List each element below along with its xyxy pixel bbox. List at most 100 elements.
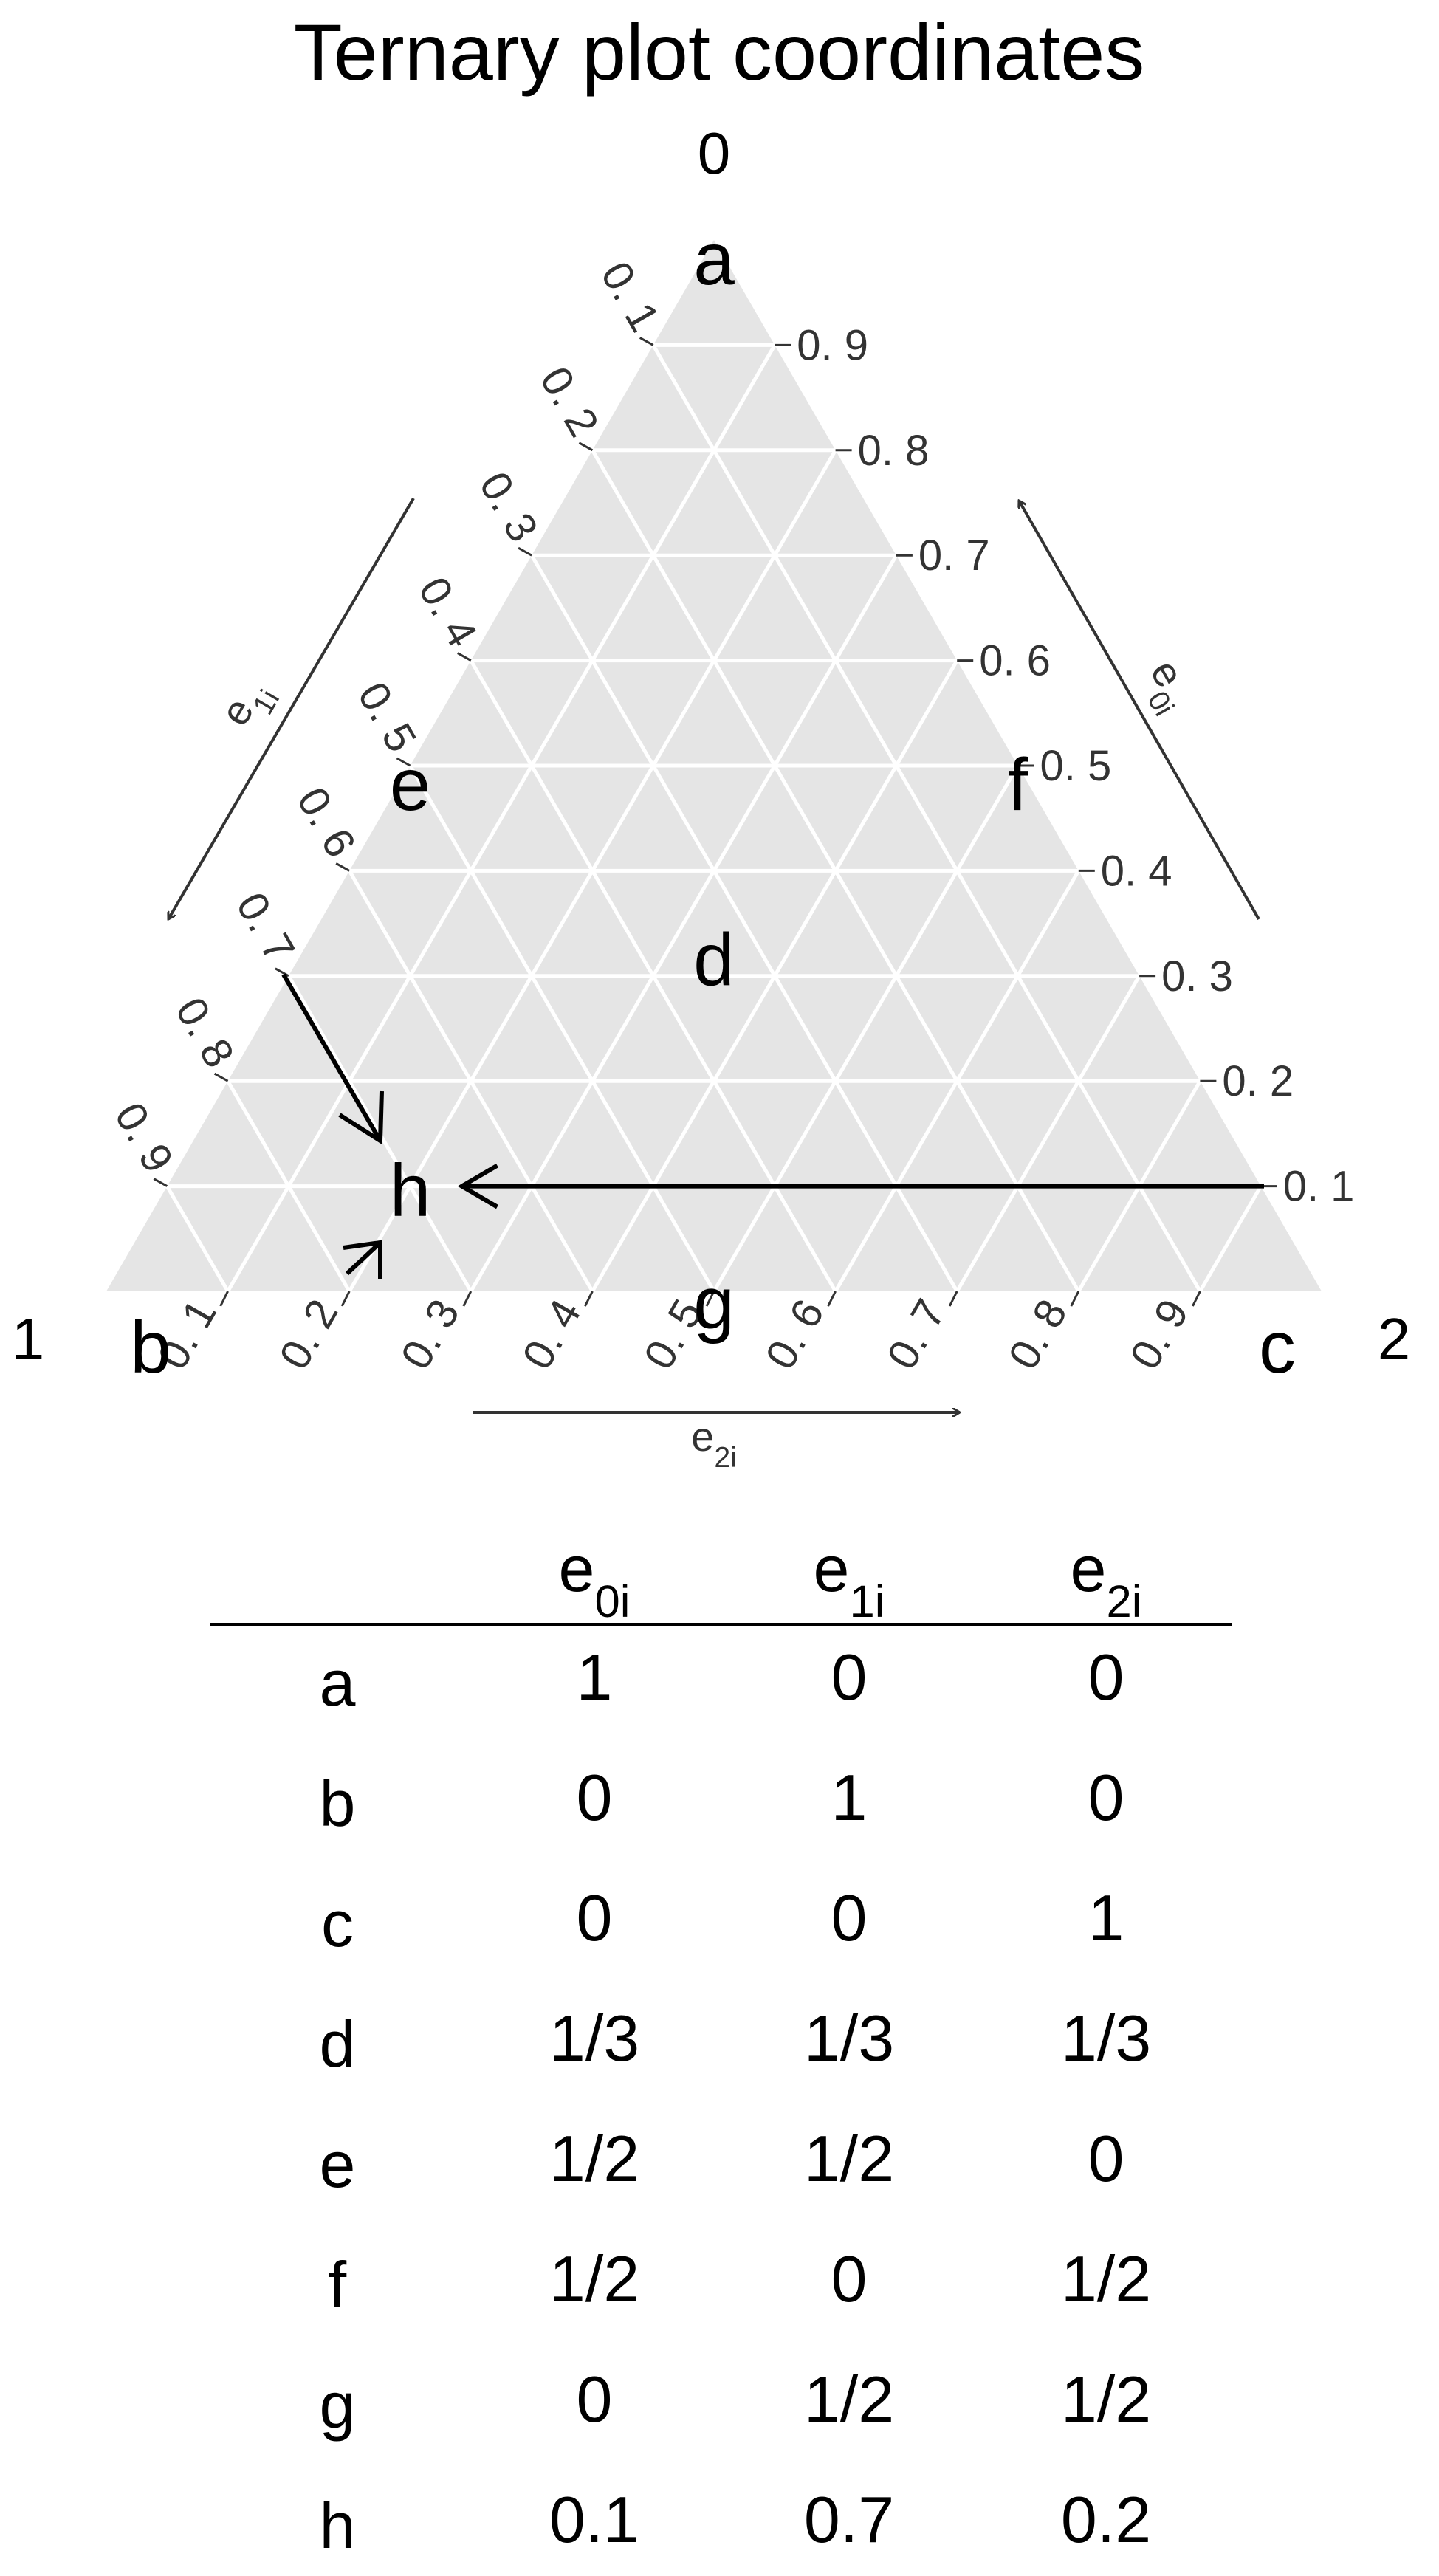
- table-cell: 1/2: [549, 2242, 639, 2315]
- table-header-e1i: e1i: [814, 1532, 885, 1627]
- table-cell: 0: [577, 2363, 613, 2436]
- tick-label-e0: 0. 1: [1283, 1163, 1355, 1211]
- corner-label-2: 2: [1378, 1306, 1411, 1372]
- guide-arrowhead-e2: [343, 1240, 382, 1279]
- point-label-d: d: [693, 918, 735, 1001]
- gridline-e1: [165, 1185, 230, 1293]
- table-cell: 0: [1088, 1761, 1124, 1834]
- table-header-e0i: e0i: [559, 1532, 631, 1627]
- tick-label-e1: 0. 6: [288, 780, 365, 865]
- guide-arrowhead-e1: [338, 1090, 384, 1145]
- tick-e1: [578, 442, 594, 452]
- table-cell: 1/3: [549, 2002, 639, 2075]
- table-header-e2i: e2i: [1071, 1532, 1142, 1627]
- gridline-e2: [955, 975, 1141, 1293]
- tick-label-e2: 0. 4: [513, 1291, 591, 1377]
- tick-e2: [219, 1291, 229, 1307]
- tick-e1: [639, 337, 654, 346]
- axis-label-e1: e1i: [210, 670, 285, 740]
- gridline-e2: [226, 344, 777, 1293]
- table-cell: 0: [831, 1641, 868, 1714]
- table-cell: 1: [831, 1761, 868, 1834]
- tick-label-e1: 0. 2: [531, 359, 608, 444]
- table-cell: 1/3: [1061, 2002, 1151, 2075]
- tick-label-e1: 0. 1: [591, 254, 669, 340]
- tick-e2: [584, 1291, 594, 1307]
- gridline-e1: [651, 344, 1202, 1293]
- tick-label-e0: 0. 7: [918, 532, 990, 580]
- tick-label-e1: 0. 7: [227, 885, 304, 970]
- gridline-e1: [348, 870, 594, 1293]
- tick-label-e2: 0. 2: [270, 1291, 348, 1377]
- table-cell: 1: [577, 1641, 613, 1714]
- tick-label-e0: 0. 8: [858, 427, 930, 475]
- tick-e1: [153, 1178, 168, 1187]
- tick-e1: [396, 757, 411, 767]
- gridline-e2: [834, 870, 1080, 1293]
- table-cell: 1/2: [1061, 2242, 1151, 2315]
- tick-e1: [213, 1072, 229, 1082]
- guide-arrowhead-e0: [457, 1164, 499, 1209]
- tick-e2: [462, 1291, 473, 1307]
- table-cell: 1/2: [804, 2363, 894, 2436]
- gridline-e2: [712, 764, 1020, 1293]
- tick-e1: [457, 652, 472, 662]
- gridline-e2: [1198, 1185, 1263, 1293]
- point-label-g: g: [693, 1262, 735, 1344]
- tick-e2: [705, 1291, 715, 1307]
- tick-label-e1: 0. 4: [409, 569, 487, 655]
- table-row-label: e: [320, 2128, 356, 2201]
- tick-e2: [1192, 1291, 1201, 1307]
- point-label-a: a: [693, 218, 735, 300]
- axis-label-e2: e2i: [691, 1413, 737, 1474]
- gridline-e1: [529, 554, 959, 1293]
- table-cell: 1/2: [1061, 2363, 1151, 2436]
- table-cell: 0.1: [549, 2483, 639, 2556]
- tick-label-e2: 0. 3: [391, 1291, 469, 1377]
- gridline-e1: [408, 764, 716, 1293]
- guide-arrow-e2: [345, 1240, 382, 1276]
- tick-e2: [340, 1291, 351, 1307]
- tick-label-e2: 0. 9: [1121, 1291, 1198, 1377]
- table-row-label: f: [329, 2248, 347, 2321]
- tick-label-e0: 0. 2: [1222, 1057, 1294, 1105]
- table-cell: 0: [1088, 1641, 1124, 1714]
- tick-label-e0: 0. 3: [1161, 952, 1233, 1000]
- table-cell: 0: [577, 1761, 613, 1834]
- table-row-label: h: [320, 2489, 356, 2562]
- axis-arrow-e1: [167, 497, 415, 919]
- table-row-label: g: [320, 2369, 356, 2442]
- tick-label-e1: 0. 8: [166, 989, 244, 1075]
- tick-label-e0: 0. 4: [1101, 847, 1172, 895]
- ternary-plot-area: 0. 10. 10. 10. 20. 20. 20. 30. 30. 30. 4…: [12, 120, 1411, 1474]
- table-cell: 0: [1088, 2122, 1124, 2195]
- table-row: f 1/2 0 1/2: [329, 2242, 1151, 2321]
- tick-label-e1: 0. 3: [470, 464, 547, 549]
- tick-label-e1: 0. 9: [106, 1095, 183, 1181]
- table-cell: 1/2: [804, 2122, 894, 2195]
- corner-label-1: 1: [12, 1306, 45, 1372]
- table-cell: 1/2: [549, 2122, 639, 2195]
- point-label-e: e: [390, 743, 431, 826]
- table-cell: 1/3: [804, 2002, 894, 2075]
- table-row-label: d: [320, 2007, 356, 2081]
- table-cell: 1: [1088, 1881, 1124, 1954]
- table-cell: 0.7: [804, 2483, 894, 2556]
- point-label-f: f: [1008, 743, 1028, 826]
- tick-e1: [275, 967, 289, 978]
- axis-arrow-e0: [1017, 501, 1260, 920]
- table-cell: 0.2: [1061, 2483, 1151, 2556]
- corner-label-0: 0: [698, 120, 731, 186]
- tick-e2: [948, 1291, 958, 1307]
- table-row-label: a: [320, 1646, 356, 1720]
- table-row-label: c: [321, 1887, 354, 1960]
- table-cell: 0: [831, 2242, 868, 2315]
- point-label-h: h: [390, 1150, 431, 1232]
- table-row: e 1/2 1/2 0: [320, 2122, 1124, 2201]
- table-row: d 1/3 1/3 1/3: [320, 2002, 1152, 2081]
- tick-e2: [827, 1291, 837, 1307]
- table-cell: 0: [831, 1881, 868, 1954]
